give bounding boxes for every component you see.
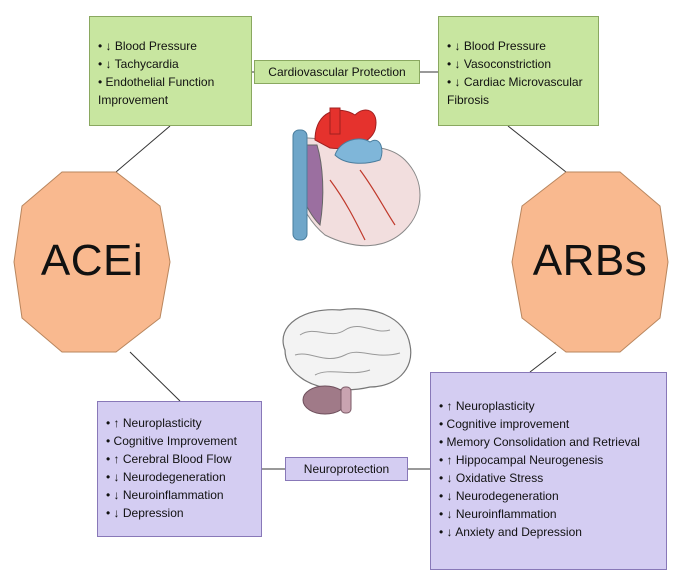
list-item: • ↑ Cerebral Blood Flow xyxy=(106,452,232,466)
list-item: • ↓ Depression xyxy=(106,506,184,520)
cardio-protection-label: Cardiovascular Protection xyxy=(254,60,420,84)
list-item: • ↓ Anxiety and Depression xyxy=(439,525,582,539)
list-item: • ↓ Neurodegeneration xyxy=(439,489,559,503)
line-arbs-cardio xyxy=(507,125,567,173)
arbs-title: ARBs xyxy=(532,236,648,285)
acei-neuro-box: • ↑ Neuroplasticity • Cognitive Improvem… xyxy=(97,401,262,537)
list-item: • ↓ Blood Pressure xyxy=(447,39,546,53)
line-arbs-neuro xyxy=(529,351,557,373)
list-item: • Cognitive Improvement xyxy=(106,434,237,448)
list-item: • ↓ Cardiac Microvascular xyxy=(447,75,583,89)
list-item: • Memory Consolidation and Retrieval xyxy=(439,435,640,449)
list-item: • Cognitive improvement xyxy=(439,417,570,431)
acei-octagon xyxy=(13,171,171,353)
list-item: Improvement xyxy=(98,93,169,107)
arbs-cardio-box: • ↓ Blood Pressure • ↓ Vasoconstriction … xyxy=(438,16,599,126)
list-item: • ↓ Tachycardia xyxy=(98,57,179,71)
acei-cardio-box: • ↓ Blood Pressure • ↓ Tachycardia • End… xyxy=(89,16,252,126)
arbs-octagon xyxy=(511,171,669,353)
line-acei-neuro xyxy=(129,351,181,402)
heart-icon xyxy=(292,107,421,247)
arbs-neuro-box: • ↑ Neuroplasticity • Cognitive improvem… xyxy=(430,372,667,570)
list-item: • ↓ Oxidative Stress xyxy=(439,471,544,485)
neuroprotection-label: Neuroprotection xyxy=(285,457,408,481)
list-item: • ↑ Neuroplasticity xyxy=(439,399,535,413)
list-item: • ↓ Neuroinflammation xyxy=(439,507,557,521)
line-acei-cardio xyxy=(115,125,171,173)
list-item: • ↑ Neuroplasticity xyxy=(106,416,202,430)
list-item: • ↓ Vasoconstriction xyxy=(447,57,552,71)
list-item: • ↓ Blood Pressure xyxy=(98,39,197,53)
list-item: • Endothelial Function xyxy=(98,75,215,89)
list-item: • ↓ Neuroinflammation xyxy=(106,488,224,502)
list-item: • ↑ Hippocampal Neurogenesis xyxy=(439,453,604,467)
acei-title: ACEi xyxy=(40,236,144,285)
list-item: Fibrosis xyxy=(447,93,490,107)
list-item: • ↓ Neurodegeneration xyxy=(106,470,226,484)
brain-icon xyxy=(282,308,412,415)
